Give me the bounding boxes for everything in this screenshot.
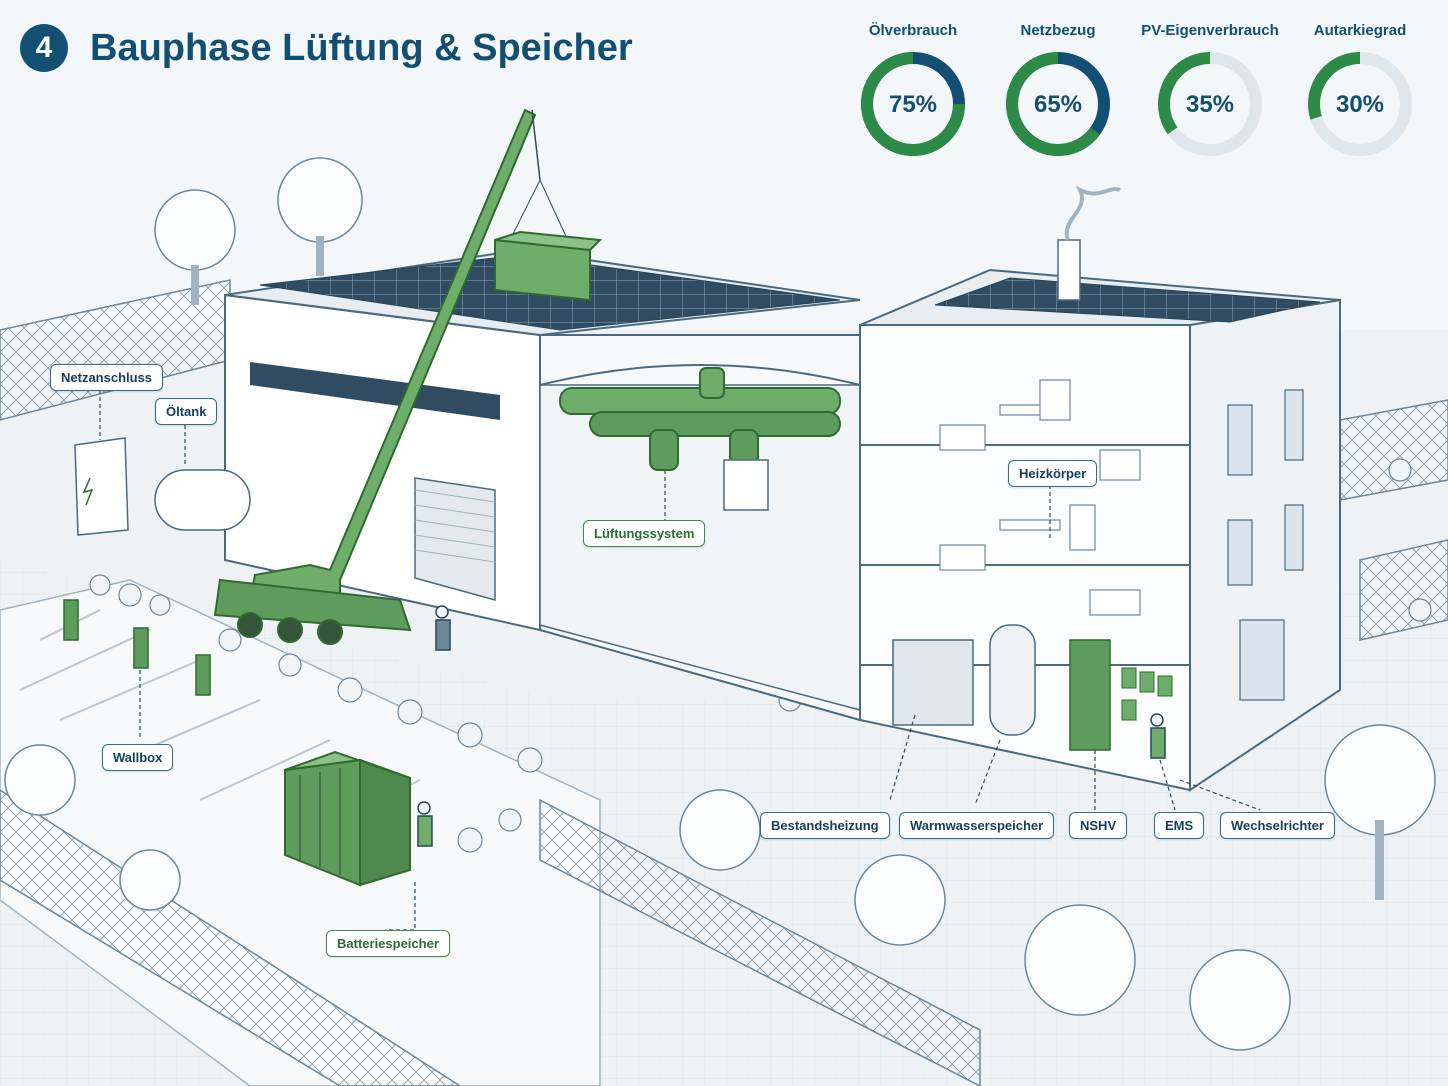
kpi-label: Ölverbrauch [868,22,958,39]
callout-netzanschluss: Netzanschluss [50,364,164,391]
callout-heizkoerper: Heizkörper [1008,460,1098,487]
kpi-value: 65% [1034,91,1082,118]
callout-nshv: NSHV [1069,812,1128,839]
kpi-autarkiegrad: Autarkiegrad 30% [1290,20,1430,160]
kpi-ring: 35% [1158,52,1262,156]
kpi-label: PV-Eigenverbrauch [1141,22,1279,39]
trees [4,157,1436,1051]
kpi-ring: 30% [1308,52,1412,156]
callout-lueftungssystem: Lüftungssystem [583,520,706,547]
callout-warmwasserspeicher: Warmwasserspeicher [899,812,1055,839]
wallboxes [63,599,211,696]
callout-leaders [99,390,1261,931]
callout-ems: EMS [1154,812,1205,839]
callout-batteriespeicher: Batteriespeicher [326,930,450,957]
callout-bestandsheizung: Bestandsheizung [760,812,890,839]
kpi-label: Autarkiegrad [1313,22,1407,39]
callout-wallbox: Wallbox [102,744,174,771]
kpi-oelverbrauch: Ölverbrauch 75% [843,20,983,160]
oil-tank-and-grid-cabinet [74,437,251,536]
kpi-ring: 75% [861,52,965,156]
kpi-ring: 65% [1006,52,1110,156]
callout-oeltank: Öltank [155,398,218,425]
kpi-value: 30% [1336,91,1384,118]
workers [417,605,1166,847]
callout-wechselrichter: Wechselrichter [1220,812,1335,839]
step-number-badge: 4 [20,24,68,72]
kpi-value: 35% [1186,91,1234,118]
battery-container [284,750,411,887]
office-building [859,185,1341,792]
kpi-value: 75% [889,91,937,118]
crane [213,108,603,645]
page-title: Bauphase Lüftung & Speicher [90,27,633,69]
kpi-netzbezug: Netzbezug 65% [988,20,1128,160]
kpi-label: Netzbezug [1020,22,1096,39]
kpi-pv-eigenverbrauch: PV-Eigenverbrauch 35% [1140,20,1280,160]
